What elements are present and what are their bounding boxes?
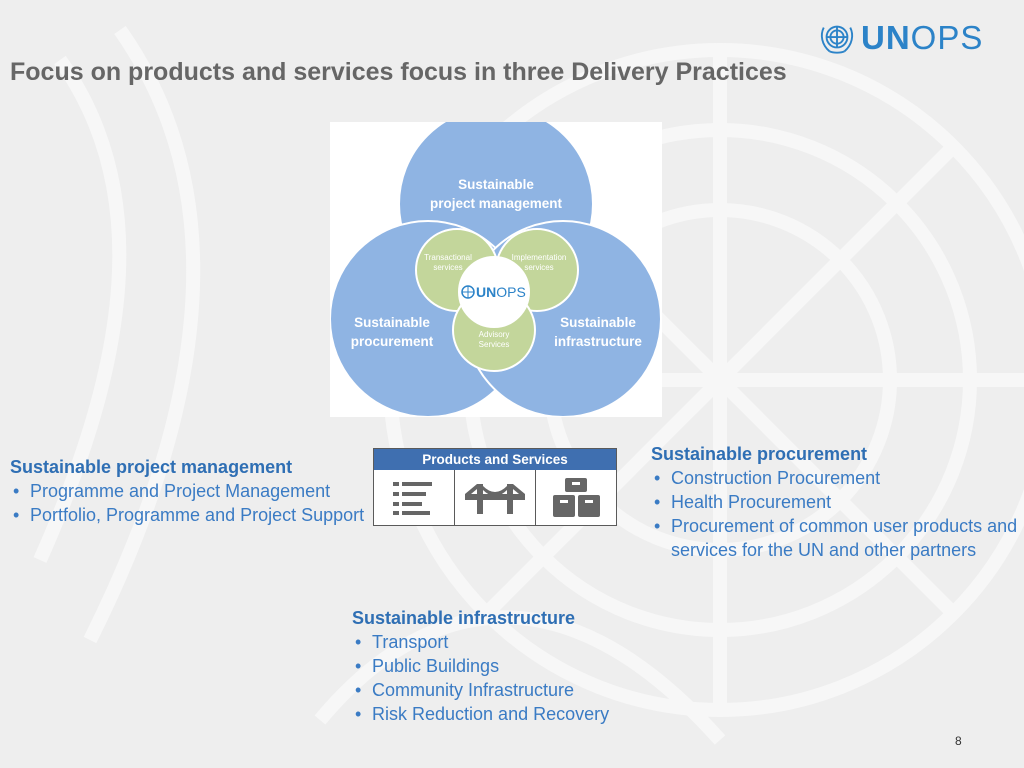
label-left-1: Sustainable	[354, 315, 430, 330]
list-item: Procurement of common user products and …	[651, 514, 1019, 562]
page-title: Focus on products and services focus in …	[10, 58, 787, 86]
products-services-table: Products and Services	[373, 448, 617, 526]
label-left-2: procurement	[351, 334, 434, 349]
label-top-1: Sustainable	[458, 177, 534, 192]
products-services-header: Products and Services	[374, 449, 616, 470]
un-emblem-icon	[820, 25, 854, 54]
label-right-1: Sustainable	[560, 315, 636, 330]
procurement-list: Construction Procurement Health Procurem…	[651, 466, 1019, 562]
infrastructure-heading: Sustainable infrastructure	[352, 608, 576, 628]
list-item: Portfolio, Programme and Project Support	[10, 503, 370, 527]
bridge-icon	[465, 483, 525, 514]
center-logo-circle	[458, 256, 530, 328]
project-management-block: Sustainable project management Programme…	[10, 455, 370, 527]
procurement-heading: Sustainable procurement	[651, 444, 868, 464]
boxes-icon	[553, 477, 600, 517]
label-right-2: infrastructure	[554, 334, 642, 349]
project-management-list: Programme and Project Management Portfol…	[10, 479, 370, 527]
list-item: Transport	[352, 630, 672, 654]
label-implementation-2: services	[524, 263, 553, 272]
list-item: Public Buildings	[352, 654, 672, 678]
label-top-2: project management	[430, 196, 563, 211]
unops-logo: UNOPS	[818, 20, 983, 56]
infrastructure-list: Transport Public Buildings Community Inf…	[352, 630, 672, 726]
list-item: Programme and Project Management	[10, 479, 370, 503]
list-item: Community Infrastructure	[352, 678, 672, 702]
list-cell	[374, 470, 455, 525]
label-implementation-1: Implementation	[512, 253, 567, 262]
procurement-block: Sustainable procurement Construction Pro…	[651, 442, 1019, 562]
infrastructure-block: Sustainable infrastructure Transport Pub…	[352, 606, 672, 726]
list-item: Construction Procurement	[651, 466, 1019, 490]
list-item: Risk Reduction and Recovery	[352, 702, 672, 726]
label-advisory-1: Advisory	[479, 330, 510, 339]
center-unops-logo: UNOPS	[461, 284, 526, 300]
boxes-cell	[536, 470, 616, 525]
bridge-cell	[455, 470, 536, 525]
list-icon	[393, 481, 432, 515]
list-item: Health Procurement	[651, 490, 1019, 514]
project-management-heading: Sustainable project management	[10, 457, 293, 477]
svg-text:UNOPS: UNOPS	[476, 284, 526, 300]
label-transactional-2: services	[433, 263, 462, 272]
label-advisory-2: Services	[479, 340, 510, 349]
page-number: 8	[955, 734, 962, 748]
unops-wordmark: UNOPS	[861, 19, 984, 56]
label-transactional-1: Transactional	[424, 253, 472, 262]
delivery-practices-diagram: Sustainable project management Sustainab…	[330, 122, 662, 417]
